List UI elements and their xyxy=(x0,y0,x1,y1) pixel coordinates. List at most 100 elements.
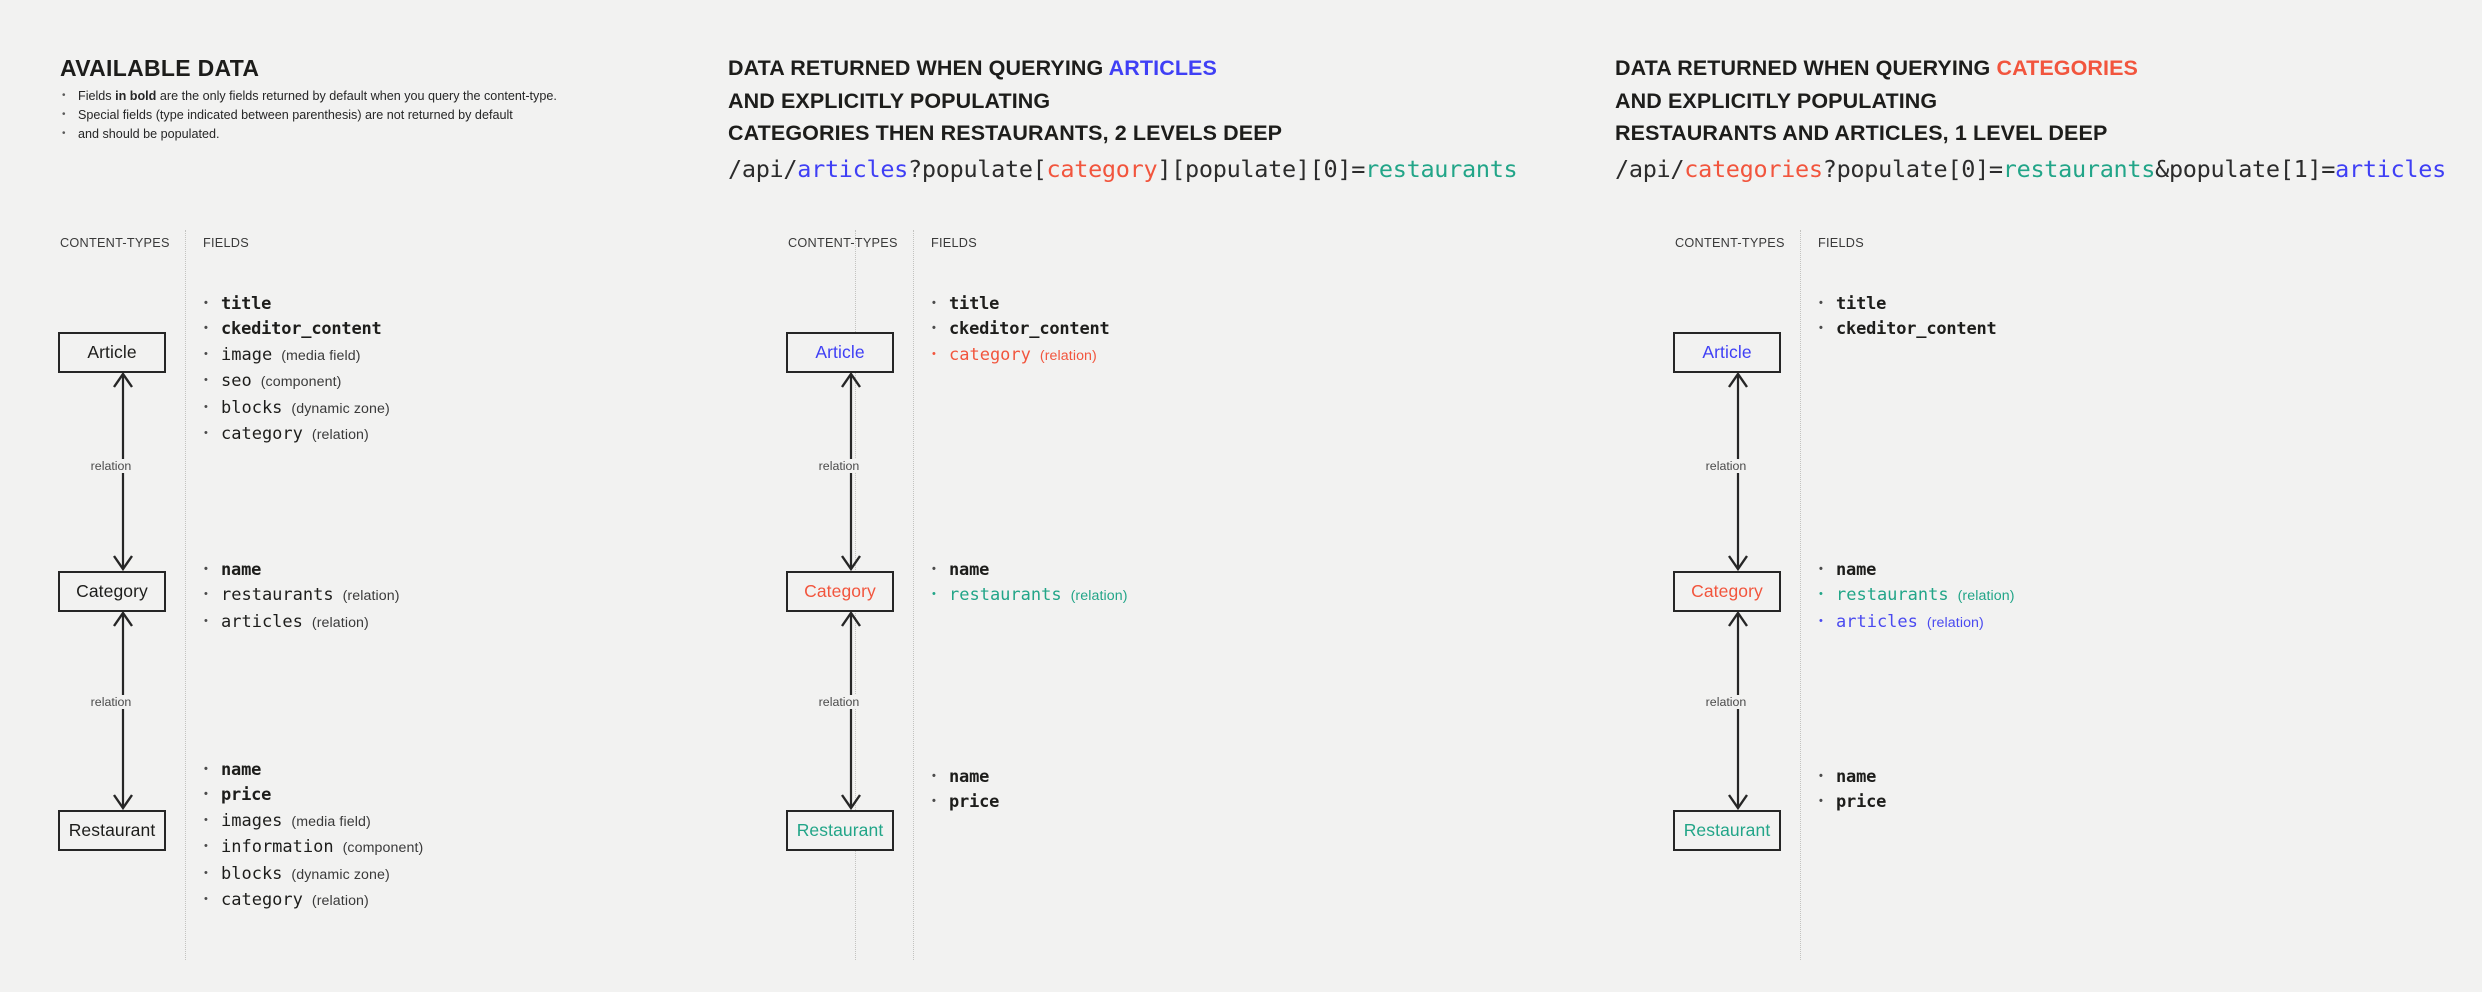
relation-label: relation xyxy=(814,459,864,473)
field-name: category xyxy=(221,890,303,911)
field-row: price xyxy=(203,782,423,808)
bullet-text-strong: in bold xyxy=(115,89,157,103)
field-group-article: title ckeditor_content xyxy=(1818,291,1997,343)
entity-box-category[interactable]: Category xyxy=(786,571,894,612)
field-row: ckeditor_content xyxy=(1818,316,1997,342)
bullet-text-pre: Special fields (type indicated between p… xyxy=(78,108,513,122)
api-query-string: /api/articles?populate[category][populat… xyxy=(728,155,1518,183)
field-row: category (relation) xyxy=(203,887,423,914)
divider-vertical-dotted xyxy=(185,230,186,960)
field-type: (component) xyxy=(260,374,342,391)
field-group-restaurant: name price xyxy=(1818,764,1887,816)
relation-label: relation xyxy=(1701,459,1751,473)
heading-line-1-pre: DATA RETURNED WHEN QUERYING xyxy=(728,56,1109,81)
field-name: articles xyxy=(221,611,303,632)
field-name: ckeditor_content xyxy=(221,319,382,340)
field-type: (relation) xyxy=(311,893,369,910)
field-name: restaurants xyxy=(221,585,334,606)
field-row: title xyxy=(931,291,1110,317)
field-group-category: name restaurants(relation) articles(rela… xyxy=(203,557,400,636)
entity-box-category[interactable]: Category xyxy=(58,571,166,612)
entity-box-restaurant[interactable]: Restaurant xyxy=(786,810,894,851)
panel-heading: AVAILABLE DATA xyxy=(60,55,260,82)
field-name: blocks xyxy=(221,397,283,418)
field-type: (dynamic zone) xyxy=(291,400,390,417)
field-row: seo(component) xyxy=(203,368,390,395)
field-type: (media field) xyxy=(281,347,361,364)
entity-label: Restaurant xyxy=(1683,820,1771,840)
field-name: title xyxy=(1836,294,1887,314)
bullet-text-pre: and should be populated. xyxy=(78,127,220,141)
entity-box-category[interactable]: Category xyxy=(1673,571,1781,612)
field-row: category(relation) xyxy=(203,421,390,448)
heading-highlight-categories: CATEGORIES xyxy=(1996,56,2138,81)
entity-label: Restaurant xyxy=(68,820,156,840)
code-token: ?populate[ xyxy=(908,155,1047,183)
field-type: (relation) xyxy=(311,614,369,631)
field-row: articles(relation) xyxy=(1818,609,2015,636)
entity-label: Category xyxy=(804,581,876,601)
field-row: articles (relation) xyxy=(203,609,400,636)
relation-label: relation xyxy=(814,695,864,709)
field-name: name xyxy=(949,767,990,787)
code-token: ][populate][0]= xyxy=(1157,155,1366,183)
code-token: &populate[1]= xyxy=(2155,155,2336,183)
field-name: image xyxy=(221,344,273,365)
heading-line-3: RESTAURANTS AND ARTICLES, 1 LEVEL DEEP xyxy=(1615,121,2108,146)
field-name: price xyxy=(1836,792,1887,813)
field-row: information (component) xyxy=(203,834,424,861)
entity-box-restaurant[interactable]: Restaurant xyxy=(1673,810,1781,851)
field-type: (relation) xyxy=(1039,347,1097,364)
field-group-restaurant: name price xyxy=(931,764,999,816)
field-row: name xyxy=(1818,557,2015,583)
field-type: (relation) xyxy=(1957,588,2015,605)
heading-line-2: AND EXPLICITLY POPULATING xyxy=(1615,88,1938,113)
field-name: name xyxy=(949,560,990,580)
field-name: name xyxy=(1836,560,1877,580)
entity-box-restaurant[interactable]: Restaurant xyxy=(58,810,166,851)
entity-label: Category xyxy=(76,581,148,601)
entity-label: Restaurant xyxy=(796,820,884,840)
field-row: name xyxy=(203,757,423,783)
field-row: name xyxy=(931,557,1128,583)
code-token: /api/ xyxy=(1615,155,1685,183)
heading-highlight-articles: ARTICLES xyxy=(1108,56,1217,81)
bullet-text-pre: Fields xyxy=(78,89,116,103)
entity-box-article[interactable]: Article xyxy=(58,332,166,373)
panel-available-data: AVAILABLE DATA Fields in bold are the on… xyxy=(0,0,856,992)
field-group-category: name restaurants(relation) articles(rela… xyxy=(1818,557,2015,636)
panel-query-categories: DATA RETURNED WHEN QUERYING CATEGORIES A… xyxy=(1615,0,2482,992)
column-label-content-types: CONTENT-TYPES xyxy=(1675,236,1785,250)
field-row: image (media field) xyxy=(203,342,390,369)
list-item: Special fields (type indicated between p… xyxy=(62,105,702,125)
field-name: ckeditor_content xyxy=(949,319,1110,340)
intro-bullet-list: Fields in bold are the only fields retur… xyxy=(62,86,702,144)
field-type: (component) xyxy=(342,840,424,857)
field-name: ckeditor_content xyxy=(1836,319,1997,340)
field-group-category: name restaurants(relation) xyxy=(931,557,1128,610)
field-name: price xyxy=(221,785,272,806)
code-token-articles: articles xyxy=(797,155,909,183)
field-type: (relation) xyxy=(1070,588,1128,605)
field-row: restaurants(relation) xyxy=(203,582,400,609)
relation-arrow-category-restaurant-icon xyxy=(1726,611,1750,810)
column-label-fields: FIELDS xyxy=(1818,236,1864,250)
field-row: price xyxy=(931,789,999,815)
entity-box-article[interactable]: Article xyxy=(1673,332,1781,373)
entity-box-article[interactable]: Article xyxy=(786,332,894,373)
code-token: /api/ xyxy=(728,155,798,183)
field-row: ckeditor_content xyxy=(203,316,390,342)
panel-heading: DATA RETURNED WHEN QUERYING ARTICLES AND… xyxy=(728,52,1282,150)
field-name: articles xyxy=(1836,611,1918,632)
field-name: information xyxy=(221,837,334,858)
column-label-content-types: CONTENT-TYPES xyxy=(60,236,170,250)
field-row: title xyxy=(1818,291,1997,317)
field-row: price xyxy=(1818,789,1887,815)
field-row: name xyxy=(931,764,999,790)
entity-label: Category xyxy=(1691,581,1763,601)
code-token-restaurants: restaurants xyxy=(1365,155,1518,183)
field-type: (media field) xyxy=(291,813,371,830)
code-token-restaurants: restaurants xyxy=(2002,155,2156,183)
column-label-fields: FIELDS xyxy=(931,236,977,250)
